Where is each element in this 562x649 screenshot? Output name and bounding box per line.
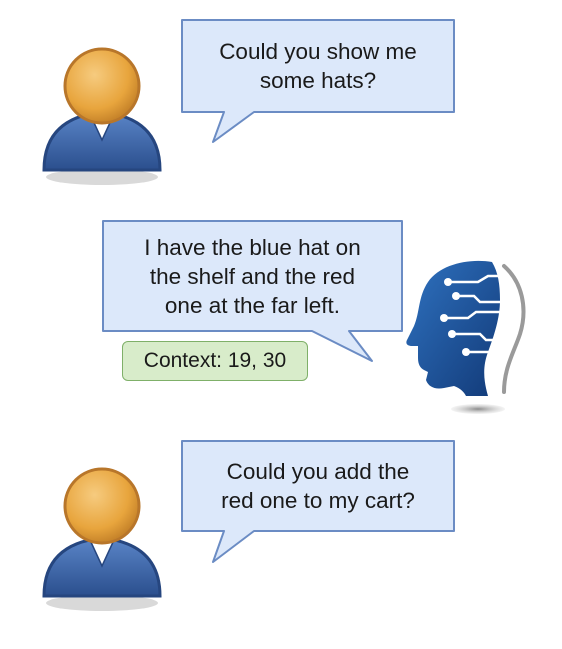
user-message-2-line-2: red one to my cart? xyxy=(221,488,415,513)
user-avatar-icon xyxy=(42,47,162,185)
user-speech-bubble-1 xyxy=(181,19,455,143)
user-message-1: Could you show me some hats? xyxy=(182,20,454,112)
user-message-2-line-1: Could you add the xyxy=(226,459,410,484)
context-badge: Context: 19, 30 xyxy=(122,341,308,381)
user-message-1-line-2: some hats? xyxy=(259,68,377,93)
ai-message-line-1: I have the blue hat on xyxy=(144,234,361,260)
user-message-1-line-1: Could you show me xyxy=(219,39,417,64)
user-speech-bubble-2 xyxy=(181,440,455,563)
user-message-2: Could you add the red one to my cart? xyxy=(182,441,454,531)
ai-head-icon xyxy=(406,260,526,414)
user-avatar-icon xyxy=(42,467,162,611)
ai-speech-bubble xyxy=(102,220,403,362)
ai-message-line-3: one at the far left. xyxy=(164,292,341,318)
ai-message-line-2: the shelf and the red xyxy=(149,263,356,289)
ai-message: I have the blue hat on the shelf and the… xyxy=(103,221,402,331)
